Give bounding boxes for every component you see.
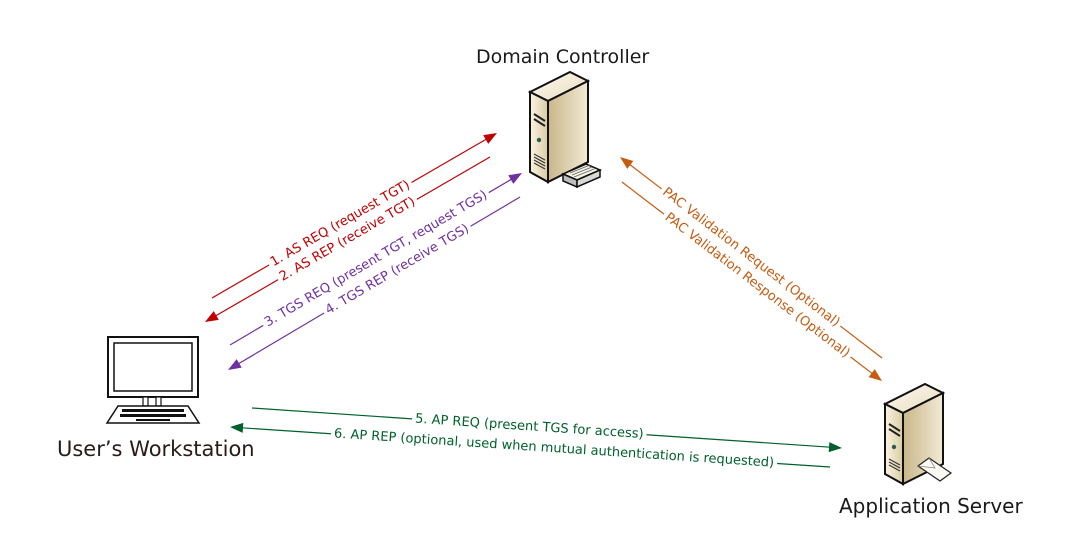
- envelope-icon: [916, 457, 953, 482]
- pac-rep-arrow: PAC Validation Response (Optional): [621, 181, 882, 381]
- pac-rep-label: PAC Validation Response (Optional): [662, 210, 853, 361]
- as-rep-line-segment: [416, 156, 491, 200]
- ap-req-line-segment: [251, 407, 413, 420]
- workstation-icon: [105, 336, 201, 424]
- pac-req-arrow: PAC Validation Request (Optional): [620, 157, 883, 359]
- as-req-arrowhead-icon: [483, 133, 497, 144]
- tgs-rep-line-segment: [470, 196, 521, 227]
- ap-req-arrowhead-icon: [828, 442, 842, 453]
- ap-req-line-segment: [646, 434, 833, 448]
- tgs-rep-arrowhead-icon: [228, 359, 242, 370]
- pac-req-label: PAC Validation Request (Optional): [659, 185, 842, 330]
- pac-rep-line-segment: [621, 181, 665, 215]
- pac-req-line-segment: [627, 162, 663, 190]
- network-device-icon: [561, 163, 602, 189]
- domain-controller-icon: [527, 70, 602, 189]
- ap-rep-arrowhead-icon: [230, 422, 244, 433]
- tgs-req-line-segment: [229, 324, 264, 346]
- as-req-line-segment: [211, 264, 270, 299]
- domain-controller-label: Domain Controller: [476, 46, 650, 68]
- as-rep-arrowhead-icon: [205, 311, 219, 322]
- message-arrows: 1. AS REQ (request TGT)2. AS REP (receiv…: [205, 133, 883, 471]
- pac-rep-line-segment: [850, 356, 875, 376]
- workstation-label: User’s Workstation: [57, 437, 255, 461]
- tgs-req-line-segment: [488, 177, 514, 194]
- as-req-line-segment: [411, 137, 489, 184]
- as-rep-line-segment: [213, 279, 279, 318]
- pac-req-arrowhead-icon: [620, 157, 634, 169]
- pac-req-line-segment: [839, 325, 883, 359]
- tgs-rep-line-segment: [236, 312, 325, 366]
- ap-rep-line-segment: [777, 462, 831, 468]
- ap-rep-line-segment: [239, 427, 331, 435]
- application-server-icon: [882, 382, 953, 486]
- pac-rep-arrowhead-icon: [868, 369, 882, 381]
- tgs-req-arrowhead-icon: [508, 173, 522, 184]
- application-server-label: Application Server: [839, 494, 1023, 518]
- keyboard-keys: [120, 409, 186, 421]
